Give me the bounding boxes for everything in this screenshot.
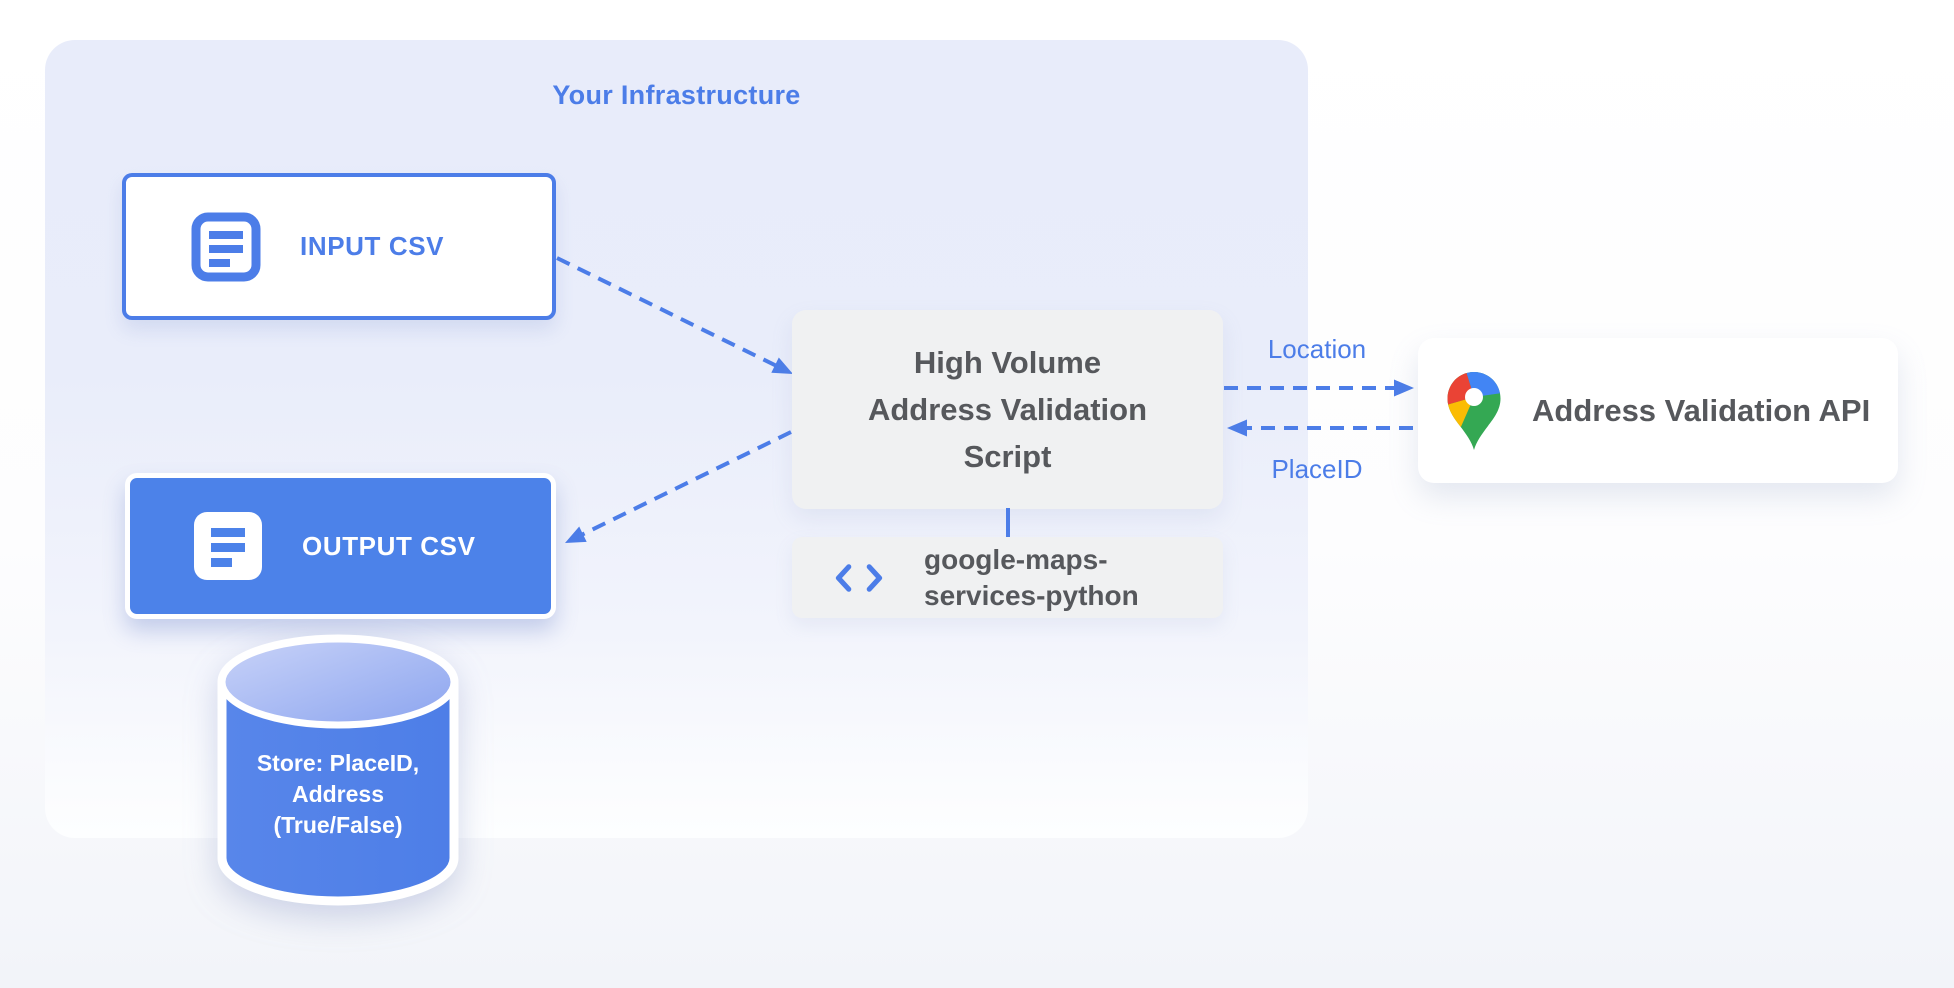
address-validation-api-label: Address Validation API: [1532, 392, 1871, 428]
output-csv-label: OUTPUT CSV: [302, 530, 476, 561]
script-library-connector: [1006, 508, 1010, 538]
validation-script-label: High Volume Address Validation Script: [867, 345, 1148, 474]
document-icon: [194, 512, 262, 580]
node-library: google-maps- services-python: [792, 537, 1223, 618]
database-cylinder: [217, 634, 459, 906]
datastore-label: Store: PlaceID, Address (True/False): [256, 750, 420, 838]
node-address-validation-api: Address Validation API: [1418, 338, 1898, 483]
input-csv-label: INPUT CSV: [300, 231, 445, 261]
node-validation-script: High Volume Address Validation Script: [792, 310, 1223, 509]
code-icon: [835, 563, 883, 592]
library-label: google-maps- services-python: [924, 543, 1139, 611]
node-output-csv: OUTPUT CSV: [125, 473, 556, 619]
placeid-edge-label: PlaceID: [1271, 454, 1363, 484]
document-icon: [191, 212, 261, 281]
google-maps-pin-icon: [1447, 371, 1501, 450]
node-input-csv: INPUT CSV: [122, 173, 556, 320]
infrastructure-title: Your Infrastructure: [552, 80, 801, 110]
location-edge-label: Location: [1267, 334, 1367, 364]
